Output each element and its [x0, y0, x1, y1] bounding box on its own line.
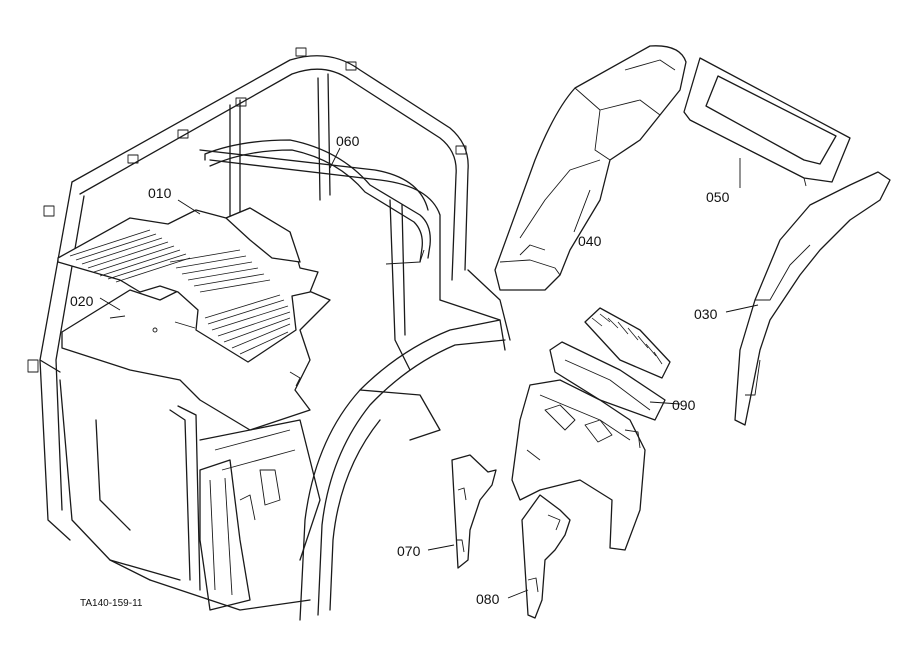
reference-code: TA140-159-11 [80, 598, 143, 609]
part-010-ribbed-mat [57, 207, 319, 363]
label-020: 020 [70, 293, 94, 309]
label-010: 010 [148, 185, 172, 201]
part-040-side-cover [494, 45, 687, 291]
part-080-panel [521, 494, 571, 619]
label-070: 070 [397, 543, 421, 559]
part-050-window-panel [683, 57, 851, 187]
label-090: 090 [672, 397, 696, 413]
label-050: 050 [706, 189, 730, 205]
part-inner-fender-panel [511, 379, 646, 551]
part-070-panel [451, 454, 497, 569]
part-030-side-trim [734, 171, 891, 426]
label-080: 080 [476, 591, 500, 607]
leader-lines [99, 147, 759, 599]
label-030: 030 [694, 306, 718, 322]
part-labels: 010 020 030 040 050 060 070 080 090 TA14… [70, 133, 730, 609]
part-090-trim [549, 307, 671, 421]
label-060: 060 [336, 133, 360, 149]
cab-body [59, 319, 506, 621]
part-060-weather-strip [204, 139, 431, 265]
label-040: 040 [578, 233, 602, 249]
